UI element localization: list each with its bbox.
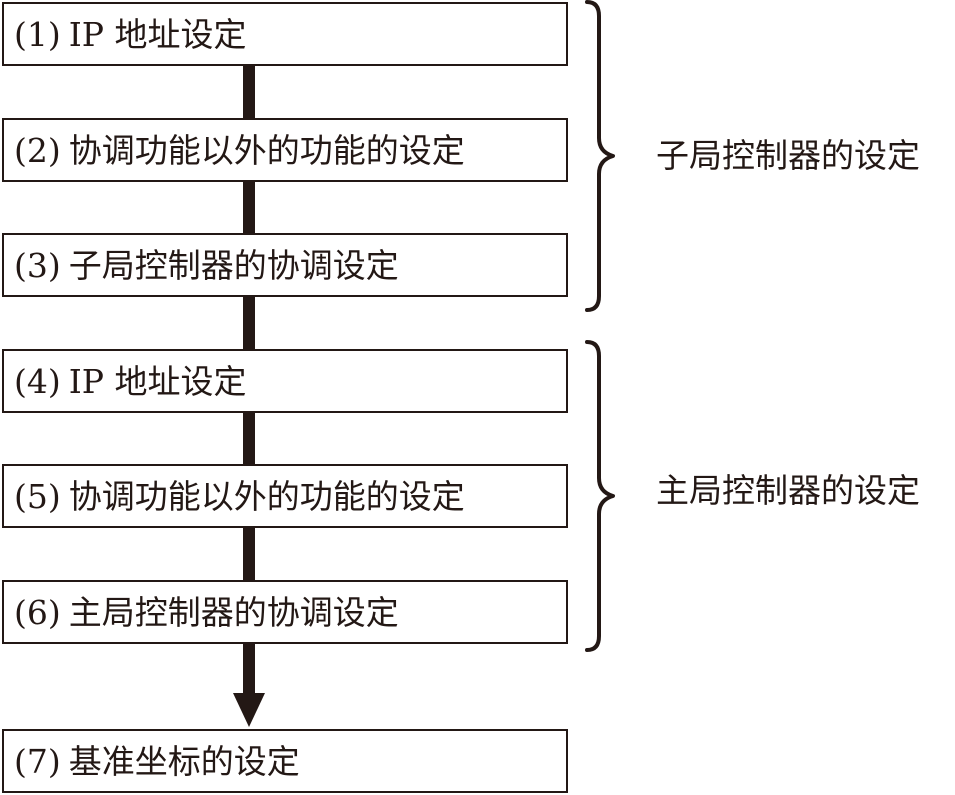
step-box-4: (4) IP 地址设定 [2, 349, 568, 413]
step-label: 基准坐标的设定 [68, 741, 300, 781]
step-label: IP 地址设定 [68, 361, 247, 401]
step-box-1: (1) IP 地址设定 [2, 2, 568, 66]
step-box-3: (3) 子局控制器的协调设定 [2, 233, 568, 297]
group-label-slave: 子局控制器的设定 [656, 136, 920, 175]
step-number: (5) [14, 476, 61, 516]
step-number: (3) [14, 245, 61, 285]
step-number: (1) [14, 14, 61, 54]
step-label: 子局控制器的协调设定 [68, 245, 399, 285]
step-label: 主局控制器的协调设定 [68, 592, 399, 632]
step-number: (7) [14, 741, 61, 781]
group-label-master: 主局控制器的设定 [656, 471, 920, 510]
flow-connector-6-7 [243, 643, 255, 695]
flow-connector-5-6 [243, 528, 255, 580]
step-label: 协调功能以外的功能的设定 [68, 476, 465, 516]
step-number: (6) [14, 592, 61, 632]
step-box-7: (7) 基准坐标的设定 [2, 729, 568, 793]
flow-connector-2-3 [243, 182, 255, 234]
step-label: 协调功能以外的功能的设定 [68, 130, 465, 170]
flow-connector-1-2 [243, 66, 255, 118]
group-brace-slave [585, 0, 615, 312]
flow-arrowhead [233, 693, 265, 727]
step-label: IP 地址设定 [68, 14, 247, 54]
step-box-6: (6) 主局控制器的协调设定 [2, 580, 568, 644]
flow-connector-4-5 [243, 412, 255, 464]
step-box-5: (5) 协调功能以外的功能的设定 [2, 464, 568, 528]
group-brace-master [585, 340, 615, 652]
step-number: (4) [14, 361, 61, 401]
step-number: (2) [14, 130, 61, 170]
flow-connector-3-4 [243, 297, 255, 349]
step-box-2: (2) 协调功能以外的功能的设定 [2, 118, 568, 182]
